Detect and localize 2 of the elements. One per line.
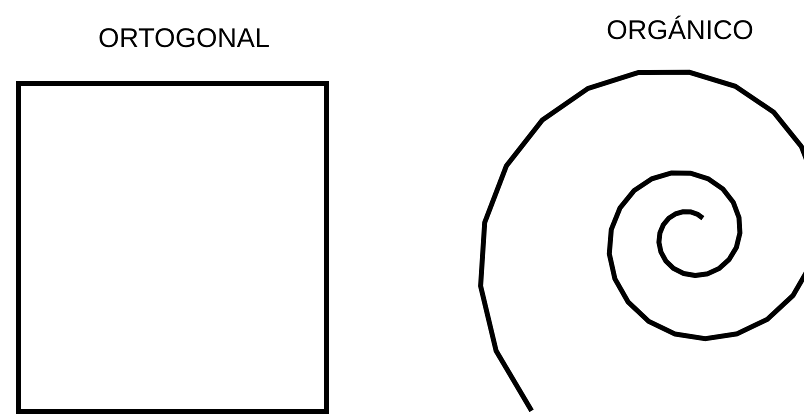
heading: ORTOGONAL (98, 23, 270, 53)
heading: ORGÁNICO (606, 15, 754, 45)
